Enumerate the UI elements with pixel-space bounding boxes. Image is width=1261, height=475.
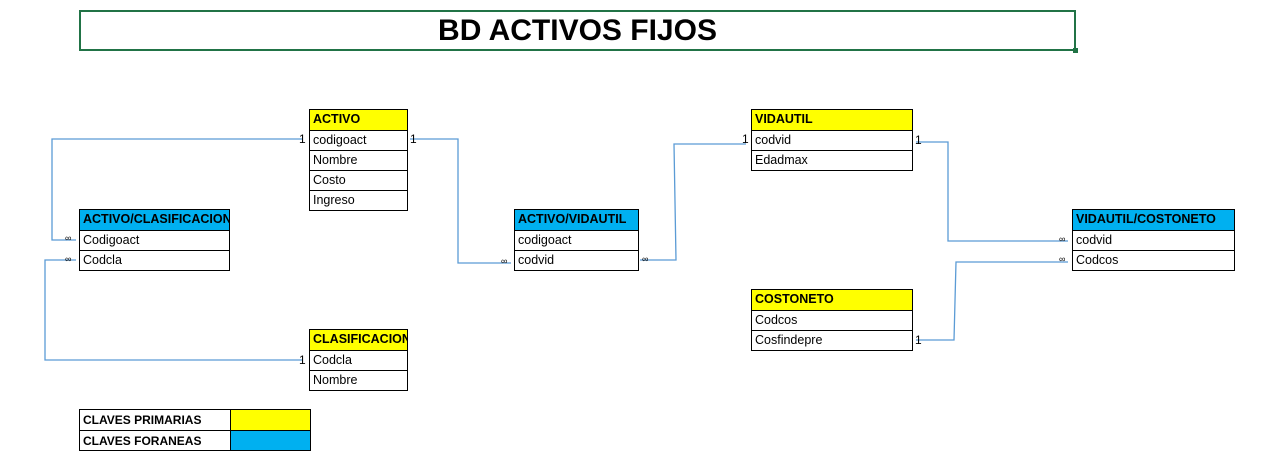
cardinality-many: ∞: [1059, 234, 1066, 244]
field: Codigoact: [80, 230, 229, 250]
table-vidautil: VIDAUTIL codvid Edadmax: [751, 109, 913, 171]
cardinality-many: ∞: [65, 233, 72, 243]
legend-foreign: CLAVES FORANEAS: [80, 430, 310, 450]
field: Ingreso: [310, 190, 407, 210]
table-header: ACTIVO: [310, 110, 407, 130]
rel-costoneto-vidautil-costoneto: [916, 261, 1068, 341]
table-costoneto: COSTONETO Codcos Cosfindepre: [751, 289, 913, 351]
cardinality-one: 1: [742, 132, 749, 146]
rel-vidautil-vidautil-costoneto: [916, 141, 1068, 242]
field: codvid: [515, 250, 638, 270]
cardinality-many: ∞: [65, 254, 72, 264]
cardinality-one: 1: [915, 333, 922, 347]
table-header: VIDAUTIL: [752, 110, 912, 130]
field: codigoact: [515, 230, 638, 250]
field: Costo: [310, 170, 407, 190]
table-activo: ACTIVO codigoact Nombre Costo Ingreso: [309, 109, 408, 211]
field: Nombre: [310, 370, 407, 390]
field: codvid: [1073, 230, 1234, 250]
field: Edadmax: [752, 150, 912, 170]
table-header: COSTONETO: [752, 290, 912, 310]
cardinality-one: 1: [915, 133, 922, 147]
rel-vidautil-activo-vidautil: [640, 143, 746, 261]
rel-activo-activo-vidautil: [410, 138, 511, 264]
cardinality-one: 1: [410, 132, 417, 146]
cardinality-many: ∞: [501, 256, 508, 266]
rel-clasificacion-activo-clasificacion: [44, 259, 303, 361]
field: Codcos: [1073, 250, 1234, 270]
page-title: BD ACTIVOS FIJOS: [79, 10, 1078, 53]
field: Nombre: [310, 150, 407, 170]
table-header: ACTIVO/CLASIFICACION: [80, 210, 229, 230]
cardinality-many: ∞: [1059, 254, 1066, 264]
field: Codcla: [310, 350, 407, 370]
table-vidautil-costoneto: VIDAUTIL/COSTONETO codvid Codcos: [1072, 209, 1235, 271]
field: codigoact: [310, 130, 407, 150]
table-header: VIDAUTIL/COSTONETO: [1073, 210, 1234, 230]
table-clasificacion: CLASIFICACION Codcla Nombre: [309, 329, 408, 391]
field: Cosfindepre: [752, 330, 912, 350]
table-activo-clasificacion: ACTIVO/CLASIFICACION Codigoact Codcla: [79, 209, 230, 271]
cardinality-many: ∞: [642, 254, 649, 264]
field: Codcos: [752, 310, 912, 330]
field: Codcla: [80, 250, 229, 270]
field: codvid: [752, 130, 912, 150]
legend-label: CLAVES PRIMARIAS: [80, 410, 231, 430]
table-activo-vidautil: ACTIVO/VIDAUTIL codigoact codvid: [514, 209, 639, 271]
rel-activo-activo-clasificacion: [51, 138, 303, 241]
cardinality-one: 1: [299, 353, 306, 367]
table-header: CLASIFICACION: [310, 330, 407, 350]
legend-swatch-foreign: [231, 431, 310, 450]
legend: CLAVES PRIMARIAS CLAVES FORANEAS: [79, 409, 311, 451]
legend-label: CLAVES FORANEAS: [80, 431, 231, 450]
legend-primary: CLAVES PRIMARIAS: [80, 410, 310, 430]
legend-swatch-primary: [231, 410, 310, 430]
cardinality-one: 1: [299, 132, 306, 146]
table-header: ACTIVO/VIDAUTIL: [515, 210, 638, 230]
